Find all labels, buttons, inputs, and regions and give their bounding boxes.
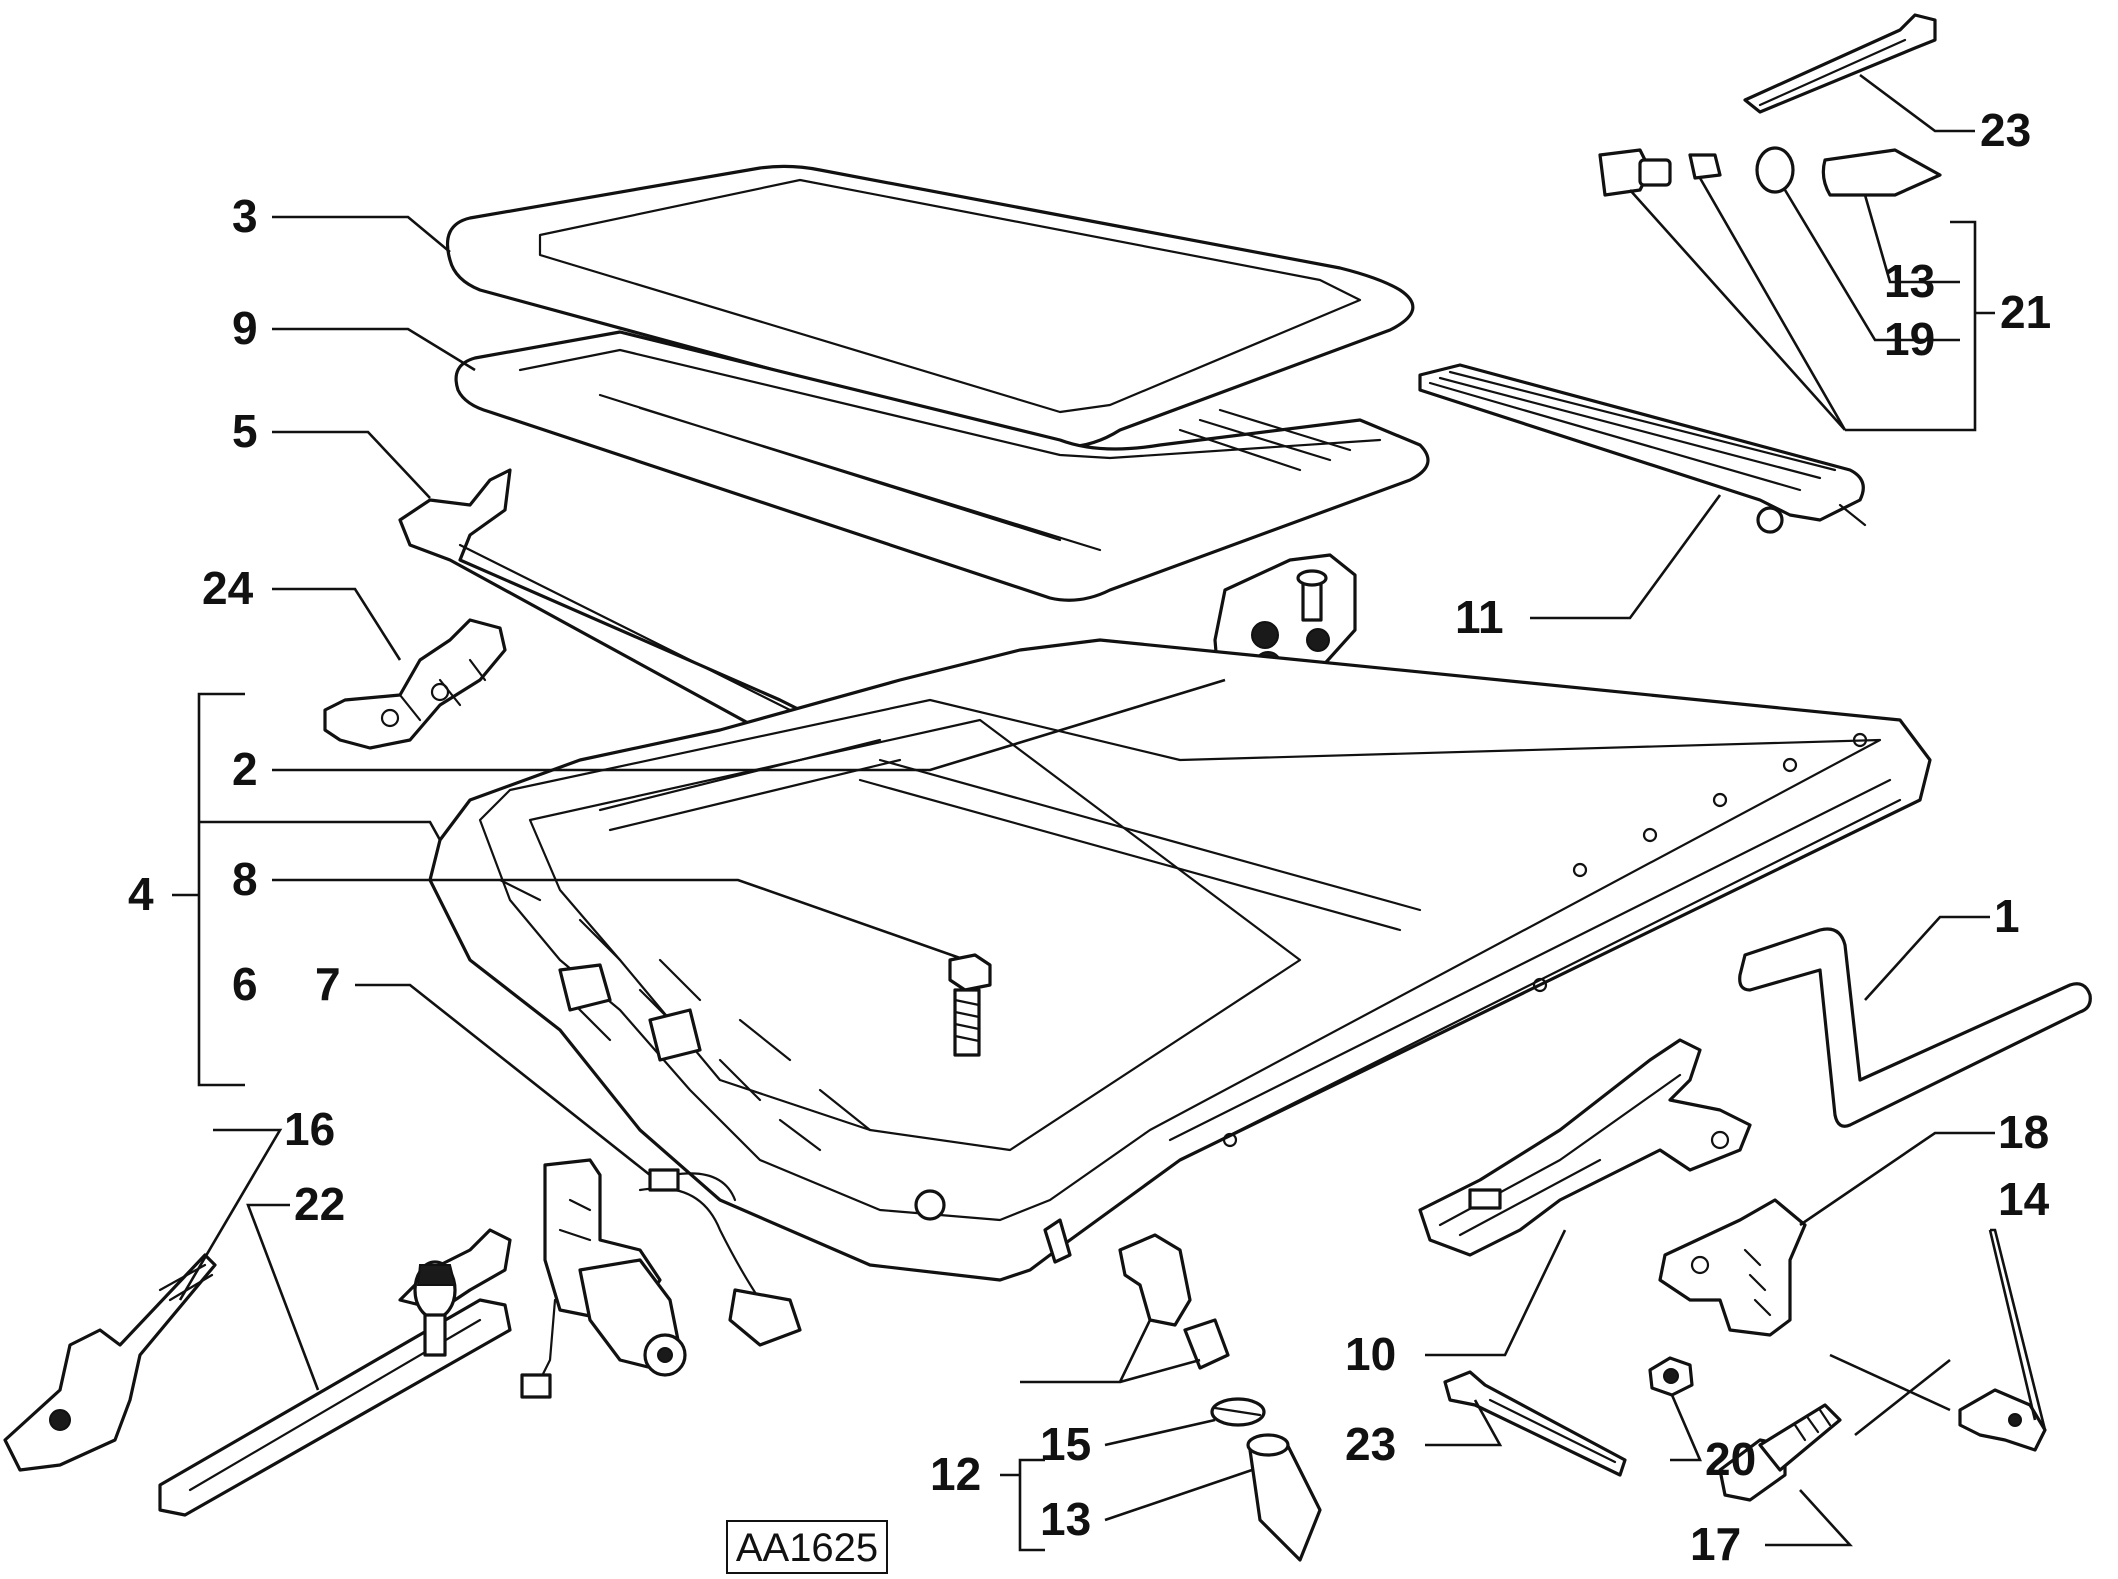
part-adjuster-strip [158,1228,512,1517]
callout-9: 9 [232,302,258,354]
callout-13-lower: 13 [1040,1493,1091,1545]
part-cable-tie-upper [1743,13,1937,114]
part-tip-13-lower [1246,1433,1322,1562]
callout-12: 12 [930,1448,981,1500]
callout-4: 4 [128,868,154,920]
callout-14: 14 [1998,1173,2050,1225]
callout-15: 15 [1040,1418,1091,1470]
part-tube-kit-upper [1598,146,1942,197]
part-motor-assembly [520,1158,802,1399]
part-clamp-15 [1210,1397,1266,1427]
leader-lines [172,73,2047,1552]
callout-23-upper: 23 [1980,104,2031,156]
part-plate-18 [1658,1198,1807,1337]
callout-6: 6 [232,958,258,1010]
part-side-guide-rail [1418,363,1867,534]
part-bolt-8 [948,953,992,1057]
callout-21: 21 [2000,286,2051,338]
callout-1: 1 [1994,890,2020,942]
callout-24: 24 [202,562,254,614]
part-nut-20 [1648,1356,1694,1397]
reference-code-text: AA1625 [736,1526,878,1570]
part-glass-panel [445,164,1415,449]
callout-13-upper: 13 [1884,255,1935,307]
part-main-frame [428,638,1932,1282]
callout-2: 2 [232,743,258,795]
callout-10: 10 [1345,1328,1396,1380]
callout-17: 17 [1690,1518,1741,1570]
callout-8: 8 [232,853,258,905]
part-headliner-panel [454,330,1430,602]
callout-3: 3 [232,190,258,242]
part-bracket-24 [323,618,507,750]
part-crank-rod [1738,927,2092,1128]
callout-22: 22 [294,1178,345,1230]
part-cable-tie-lower [1443,1370,1627,1477]
callout-5: 5 [232,405,258,457]
part-lever-16 [3,1253,217,1472]
callout-19: 19 [1884,313,1935,365]
callout-20: 20 [1705,1433,1756,1485]
part-bolt-17 [1718,1403,1842,1502]
callout-11: 11 [1455,591,1504,643]
reference-code-box: AA1625 [726,1520,888,1574]
callout-18: 18 [1998,1106,2049,1158]
callout-23-lower: 23 [1345,1418,1396,1470]
callout-7: 7 [315,958,341,1010]
callout-labels: 3 9 5 24 2 4 8 6 7 16 22 1 11 23 13 21 1… [128,104,2051,1570]
part-runner-slider [1418,1038,1752,1257]
part-clip-14 [1958,1388,2047,1452]
callout-16: 16 [284,1103,335,1155]
part-elbow-12 [1118,1233,1230,1370]
